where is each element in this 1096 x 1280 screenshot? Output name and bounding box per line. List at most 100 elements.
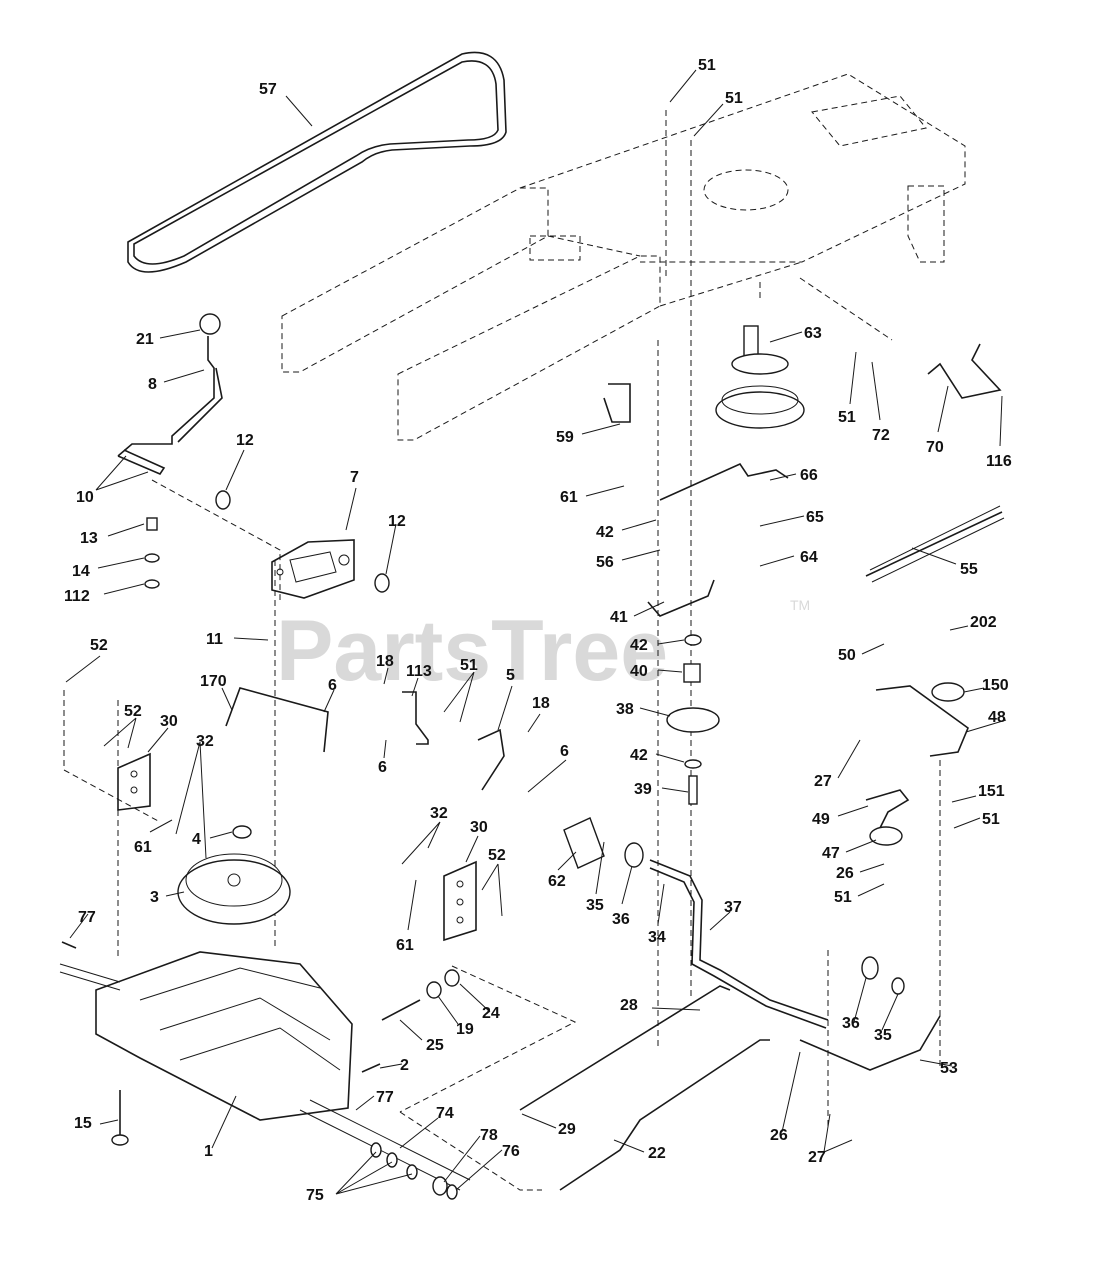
pedal-shaft	[649, 859, 829, 1021]
callout-47: 47	[822, 845, 840, 862]
clip-59	[603, 383, 631, 423]
spring-55-coil	[869, 505, 1005, 583]
callout-1: 1	[204, 1143, 213, 1160]
callout-5: 5	[506, 667, 515, 684]
bolt-15-head	[111, 1134, 129, 1146]
pivot-41	[647, 579, 715, 617]
key-77	[61, 941, 77, 949]
callout-35: 35	[586, 897, 604, 914]
callout-55: 55	[960, 561, 978, 578]
callout-170: 170	[200, 673, 227, 690]
callout-51: 51	[698, 57, 716, 74]
callout-76: 76	[502, 1143, 520, 1160]
callout-151: 151	[978, 783, 1005, 800]
washer-36-right	[861, 956, 879, 980]
callout-62: 62	[548, 873, 566, 890]
callout-150: 150	[982, 677, 1009, 694]
callout-74: 74	[436, 1105, 454, 1122]
callout-3: 3	[150, 889, 159, 906]
idler-arm-48	[875, 685, 969, 757]
spring-25	[381, 999, 421, 1021]
leader-lines	[65, 69, 1007, 1195]
callout-30: 30	[470, 819, 488, 836]
callout-112: 112	[64, 588, 90, 605]
control-rod	[225, 687, 329, 753]
callout-2: 2	[400, 1057, 409, 1074]
callout-52: 52	[124, 703, 142, 720]
callout-labels: 57 51 51 63 21 8 10 12 7 12 13 14 112 11…	[64, 57, 1012, 1204]
callout-116: 116	[986, 453, 1012, 470]
callout-52: 52	[90, 637, 108, 654]
shift-lever	[117, 313, 223, 475]
callout-32: 32	[430, 805, 448, 822]
callout-51: 51	[982, 811, 1000, 828]
rod-28	[519, 985, 731, 1111]
bracket-30-left	[117, 752, 151, 811]
callout-22: 22	[648, 1145, 666, 1162]
callout-36: 36	[842, 1015, 860, 1032]
idler-pulley-38	[666, 634, 720, 805]
callout-4: 4	[192, 831, 201, 848]
callout-51: 51	[834, 889, 852, 906]
rod-70	[927, 343, 1002, 399]
callout-25: 25	[426, 1037, 444, 1054]
chassis-frame	[281, 73, 966, 441]
pedal-shaft-edge	[649, 867, 827, 1029]
trademark-text: TM	[790, 597, 810, 613]
callout-29: 29	[558, 1121, 576, 1138]
washers-12	[215, 490, 390, 593]
callout-8: 8	[148, 376, 157, 393]
idler-47	[869, 826, 903, 846]
callout-35: 35	[874, 1027, 892, 1044]
callout-59: 59	[556, 429, 574, 446]
callout-78: 78	[480, 1127, 498, 1144]
bracket-113	[402, 691, 429, 745]
callout-27: 27	[814, 773, 832, 790]
callout-51: 51	[460, 657, 478, 674]
callout-13: 13	[80, 530, 98, 547]
shift-knob	[199, 313, 221, 335]
callout-75: 75	[306, 1187, 324, 1204]
callout-26: 26	[836, 865, 854, 882]
shift-bracket	[271, 539, 355, 599]
rod-66	[659, 462, 789, 501]
callout-27: 27	[808, 1149, 826, 1166]
callout-72: 72	[872, 427, 890, 444]
callout-38: 38	[616, 701, 634, 718]
callout-6: 6	[328, 677, 337, 694]
callout-14: 14	[72, 563, 90, 580]
axle-washers	[370, 1142, 458, 1200]
callout-48: 48	[988, 709, 1006, 726]
link-5	[477, 728, 505, 791]
callout-42: 42	[630, 637, 648, 654]
callout-11: 11	[206, 631, 223, 648]
callout-51: 51	[838, 409, 856, 426]
callout-53: 53	[940, 1060, 958, 1077]
callout-18: 18	[376, 653, 394, 670]
callout-32: 32	[196, 733, 214, 750]
callout-15: 15	[74, 1115, 92, 1132]
callout-26: 26	[770, 1127, 788, 1144]
callout-18: 18	[532, 695, 550, 712]
callout-37: 37	[724, 899, 742, 916]
callout-61: 61	[134, 839, 152, 856]
callout-50: 50	[838, 647, 856, 664]
callout-61: 61	[560, 489, 578, 506]
callout-66: 66	[800, 467, 818, 484]
callout-24: 24	[482, 1005, 500, 1022]
bolt-stack-13	[144, 517, 160, 589]
callout-21: 21	[136, 331, 154, 348]
part-24	[444, 969, 460, 987]
callout-12: 12	[388, 513, 406, 530]
callout-6: 6	[378, 759, 387, 776]
callout-65: 65	[806, 509, 824, 526]
callout-28: 28	[620, 997, 638, 1014]
spring-55	[865, 511, 1003, 577]
callout-61: 61	[396, 937, 414, 954]
callout-51: 51	[725, 90, 743, 107]
rod-22	[559, 1039, 770, 1191]
assembly-centerlines	[63, 110, 941, 1191]
callout-30: 30	[160, 713, 178, 730]
callout-42: 42	[596, 524, 614, 541]
rod-53	[799, 1015, 941, 1071]
